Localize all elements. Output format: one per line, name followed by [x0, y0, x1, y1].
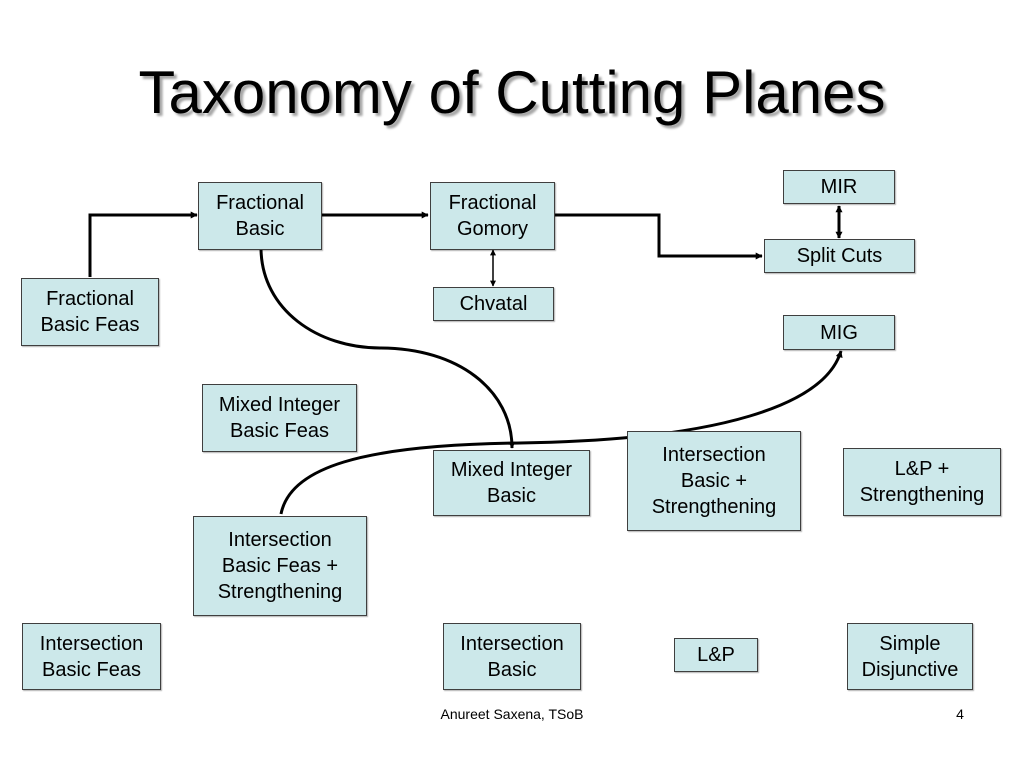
- node-fractional-basic-feas[interactable]: Fractional Basic Feas: [21, 278, 159, 346]
- node-chvatal[interactable]: Chvatal: [433, 287, 554, 321]
- node-fractional-gomory[interactable]: Fractional Gomory: [430, 182, 555, 250]
- edge-basic-to-mixed-integer-basic: [259, 248, 516, 449]
- node-mir[interactable]: MIR: [783, 170, 895, 204]
- node-split-cuts[interactable]: Split Cuts: [764, 239, 915, 273]
- footer-author: Anureet Saxena, TSoB: [440, 706, 584, 722]
- node-intersection-basic-feas-strengthening[interactable]: Intersection Basic Feas + Strengthening: [193, 516, 367, 616]
- node-mig[interactable]: MIG: [783, 315, 895, 350]
- edge-basic-feas-to-basic: [88, 211, 198, 277]
- node-fractional-basic[interactable]: Fractional Basic: [198, 182, 322, 250]
- node-lp-strengthening[interactable]: L&P + Strengthening: [843, 448, 1001, 516]
- page-number: 4: [956, 706, 964, 722]
- node-intersection-basic-strengthening[interactable]: Intersection Basic + Strengthening: [627, 431, 801, 531]
- node-simple-disjunctive[interactable]: Simple Disjunctive: [847, 623, 973, 690]
- node-lp[interactable]: L&P: [674, 638, 758, 672]
- edge-intersection-to-mig: [279, 350, 843, 515]
- node-intersection-basic-feas[interactable]: Intersection Basic Feas: [22, 623, 161, 690]
- node-mixed-integer-basic-feas[interactable]: Mixed Integer Basic Feas: [202, 384, 357, 452]
- node-mixed-integer-basic[interactable]: Mixed Integer Basic: [433, 450, 590, 516]
- slide-title: Taxonomy of Cutting Planes: [138, 59, 886, 126]
- edge-gomory-to-split-cuts: [555, 213, 763, 260]
- node-intersection-basic[interactable]: Intersection Basic: [443, 623, 581, 690]
